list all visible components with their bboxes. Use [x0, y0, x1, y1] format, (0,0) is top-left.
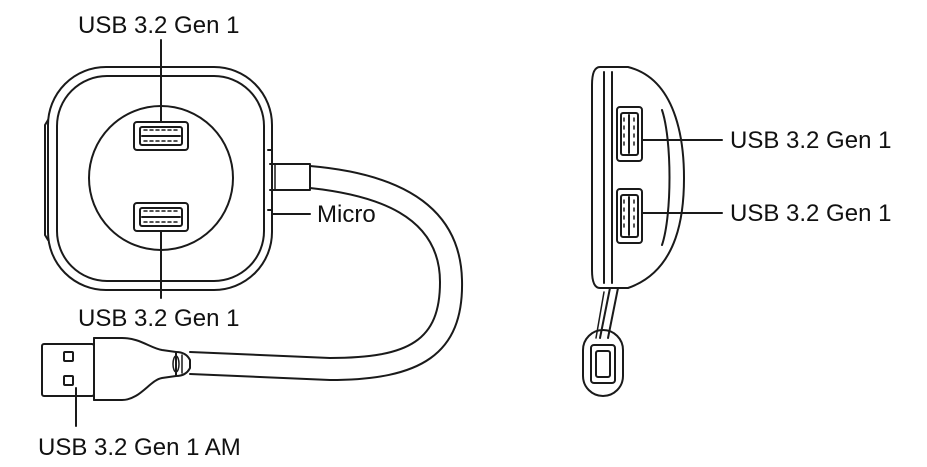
hub-side-view	[582, 66, 723, 397]
usb-port-top	[133, 121, 189, 151]
usb-port-bottom	[133, 202, 189, 232]
plug-hole-upper	[63, 351, 74, 362]
side-usb-port-upper	[616, 106, 643, 162]
label-micro: Micro	[317, 201, 376, 228]
side-view-body-outline	[591, 66, 685, 289]
side-usb-port-lower	[616, 188, 643, 244]
hub-cable	[189, 163, 464, 381]
label-bottom-port: USB 3.2 Gen 1	[78, 305, 239, 332]
label-top-port: USB 3.2 Gen 1	[78, 12, 239, 39]
label-am-plug: USB 3.2 Gen 1 AM	[38, 434, 241, 461]
usb-am-plug	[41, 337, 191, 427]
label-side-upper-port: USB 3.2 Gen 1	[730, 127, 891, 154]
plug-hole-lower	[63, 375, 74, 386]
label-side-lower-port: USB 3.2 Gen 1	[730, 200, 891, 227]
side-view-plug	[582, 329, 624, 397]
hub-front-view	[44, 39, 311, 299]
